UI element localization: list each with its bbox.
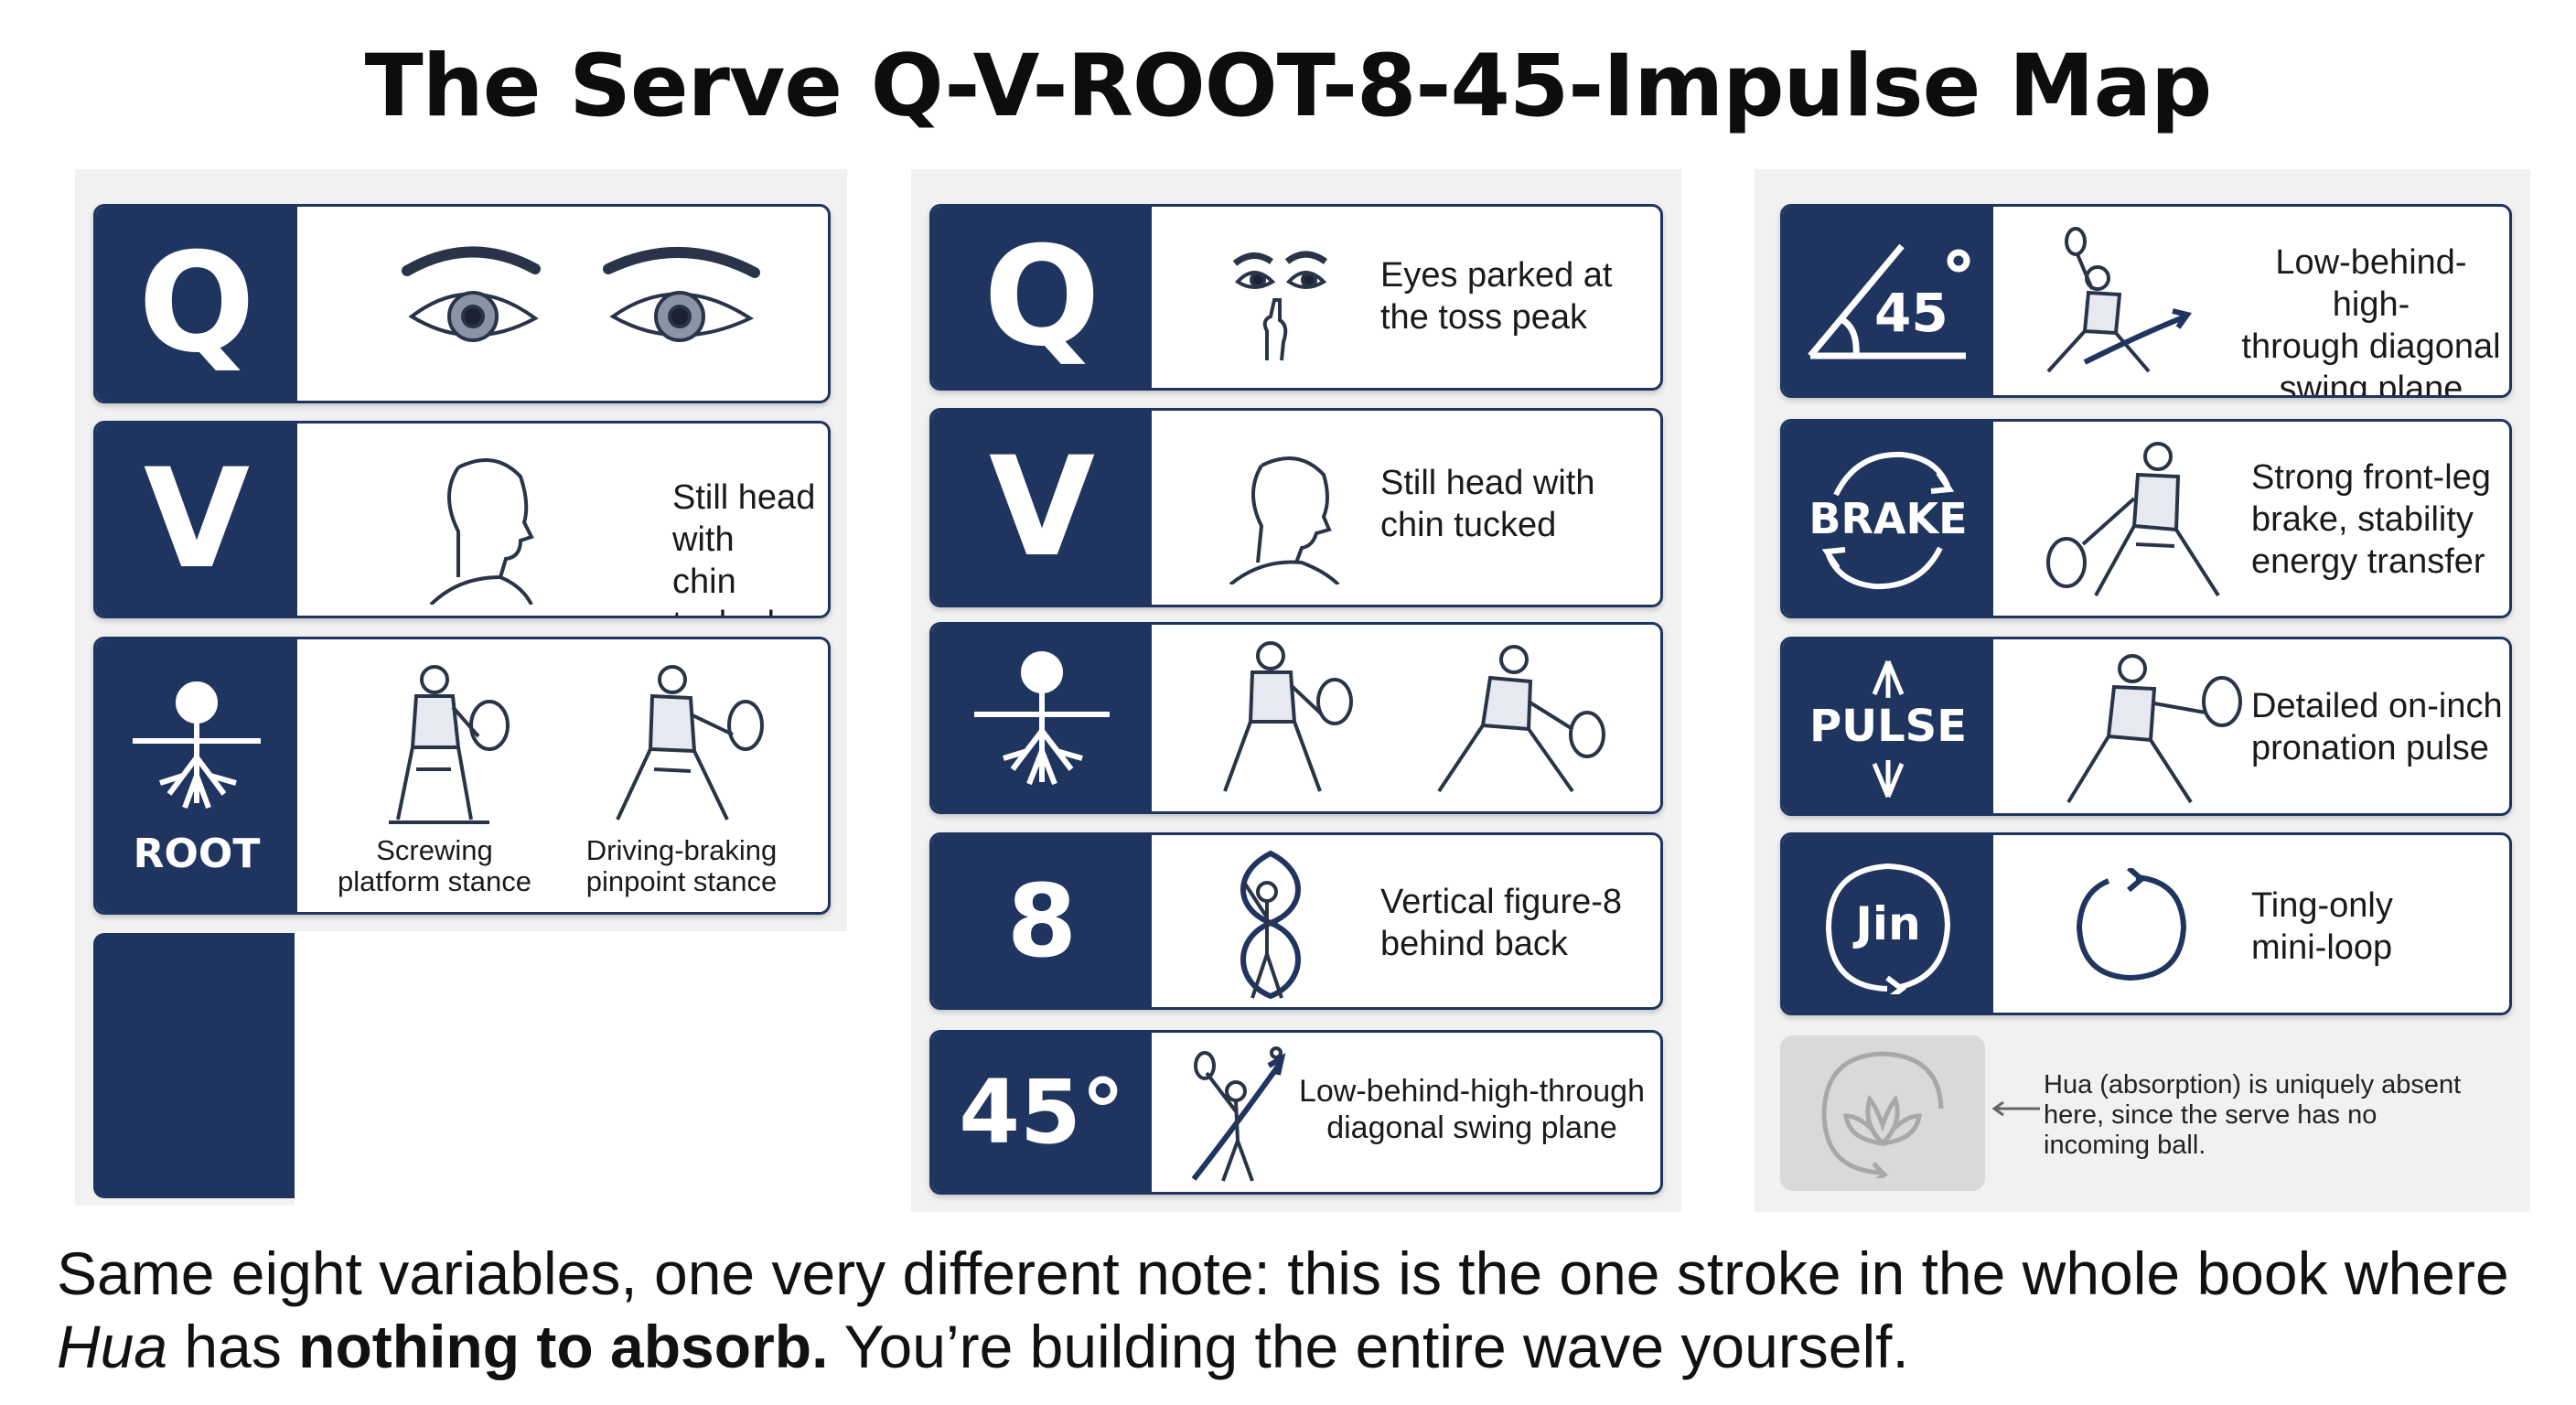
page-title: The Serve Q-V-ROOT-8-45-Impulse Map [364, 37, 2213, 136]
root-icon [128, 675, 265, 812]
badge-root: ROOT [96, 639, 297, 912]
head-profile-icon [422, 449, 541, 605]
cycle-arrows-icon [1810, 440, 1966, 601]
badge-q-2: Q [932, 207, 1152, 388]
braking-stance-figure-icon [599, 660, 773, 833]
label-eyes-parked: Eyes parked at the toss peak [1380, 256, 1613, 337]
card-figure-8: 8 Vertical figure-8 behind back [929, 832, 1663, 1010]
badge-brake: BRAKE [1783, 422, 1993, 616]
badge-brake-text: BRAKE [1809, 494, 1968, 543]
label-screwing-stance: Screwing platform stance [338, 834, 531, 897]
lotus-icon [1819, 1048, 1947, 1178]
diagonal-swing-figure-icon-2 [2021, 225, 2195, 382]
label-mini-loop: Ting-only mini-loop [2251, 886, 2393, 967]
card-q-toss: Q Eyes parked at the toss peak [929, 204, 1663, 391]
label-diagonal-swing: Low-behind-high-through diagonal swing p… [1298, 1074, 1646, 1145]
badge-jin-text: Jin [1855, 897, 1921, 950]
head-chin-tucked-icon [1225, 447, 1344, 585]
footer-hua: Hua [57, 1313, 168, 1380]
angle-45-icon [1801, 237, 1975, 365]
badge-q: Q [96, 207, 297, 401]
label-still-head-2: Still head with chin tucked [1380, 464, 1595, 544]
footer-text-1: Same eight variables, one very different… [57, 1239, 2509, 1307]
badge-angle: 45 [1783, 207, 1993, 395]
diagonal-swing-figure-icon [1188, 1046, 1289, 1185]
jin-loop-icon [1821, 859, 1955, 994]
card-pulse: PULSE Detailed on-inch pronation pulse [1780, 637, 2512, 816]
card-v-head-2: V Still head with chin tucked [929, 408, 1663, 607]
badge-jin: Jin [1783, 835, 1993, 1013]
hua-pointer-arrow [1991, 1099, 2042, 1118]
figure-8-swing-icon [1225, 844, 1316, 1003]
pronation-figure-icon [2048, 649, 2249, 810]
card-angle-45: 45 Low-behind-high- through diagonal swi… [1780, 204, 2512, 398]
root-icon-2 [969, 645, 1115, 791]
badge-root-2 [932, 625, 1152, 811]
label-still-head: Still head with chin tucked [672, 478, 816, 616]
card-v-head: V Still head with chin tucked [93, 421, 831, 618]
eyes-pointing-up-icon [1230, 243, 1331, 362]
front-leg-brake-figure-icon [2039, 434, 2259, 608]
label-front-leg-brake: Strong front-leg brake, stability energy… [2251, 458, 2491, 581]
badge-pulse: PULSE [1783, 639, 1993, 813]
pulse-arrows-icon [1865, 658, 1911, 800]
label-braking-stance: Driving-braking pinpoint stance [585, 834, 778, 897]
empty-navy-block [93, 933, 295, 1198]
footer-bold: nothing to absorb. [298, 1313, 829, 1380]
label-diagonal-plane: Low-behind-high- through diagonal swing … [2241, 243, 2501, 398]
card-45-swing: 45° Low-behind-high-through diagonal swi… [929, 1030, 1663, 1195]
badge-v-2: V [932, 411, 1152, 605]
card-q-eyes: Q [93, 204, 831, 403]
card-jin: Jin Ting-only mini-loop [1780, 832, 2512, 1015]
label-figure-8: Vertical figure-8 behind back [1380, 883, 1623, 963]
footer-text-3: You’re building the entire wave yourself… [828, 1313, 1909, 1380]
badge-45-degree: 45° [932, 1033, 1152, 1192]
label-pronation-pulse: Detailed on-inch pronation pulse [2251, 687, 2503, 767]
lunge-figure-icon [1426, 638, 1609, 802]
eyes-icon [389, 234, 773, 381]
card-brake: BRAKE Strong front-leg brake, stability … [1780, 419, 2512, 618]
badge-root-text: ROOT [133, 830, 261, 877]
card-root-2 [929, 622, 1663, 814]
card-root-stance: ROOT Screwing platform stance Driving-b [93, 637, 831, 915]
footer-caption: Same eight variables, one very different… [57, 1237, 2527, 1383]
badge-pulse-text: PULSE [1809, 701, 1968, 752]
badge-8: 8 [932, 835, 1152, 1007]
hua-absent-card [1780, 1035, 1985, 1191]
footer-text-2: has [167, 1313, 299, 1380]
hua-absent-note: Hua (absorption) is uniquely absent here… [2044, 1070, 2462, 1160]
badge-angle-text: 45 [1874, 282, 1948, 344]
platform-stance-figure-icon [370, 660, 526, 833]
mini-loop-icon [2072, 868, 2191, 987]
stance-figure-icon [1207, 638, 1371, 802]
badge-v: V [96, 424, 297, 616]
